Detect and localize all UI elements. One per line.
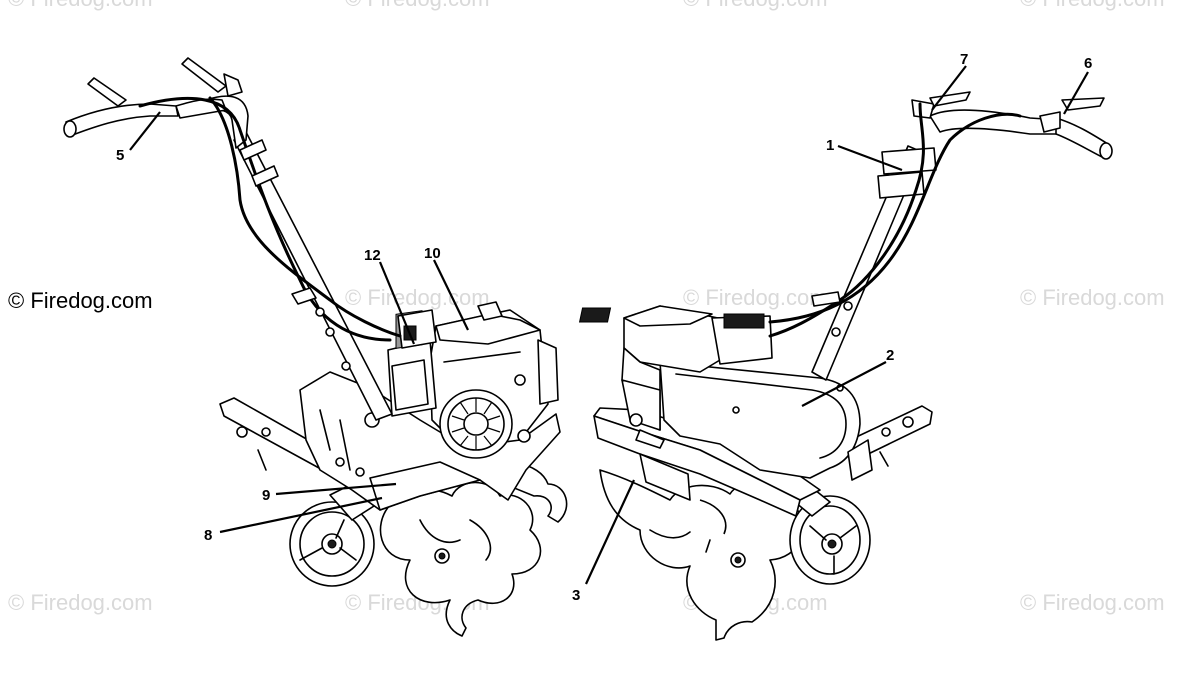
watermark-text: © Firedog.com — [1020, 590, 1165, 615]
callout-12: 12 — [364, 247, 381, 264]
watermark-text: © Firedog.com — [683, 0, 828, 11]
callout-3: 3 — [572, 587, 580, 604]
left-handlebar — [63, 57, 402, 421]
callout-5: 5 — [116, 147, 124, 164]
callout-7: 7 — [960, 51, 968, 68]
watermark-text: © Firedog.com — [8, 590, 153, 615]
left-engine — [429, 301, 559, 459]
left-air-cleaner — [387, 309, 437, 417]
callout-9: 9 — [262, 487, 270, 504]
watermark-text: © Firedog.com — [345, 285, 490, 310]
callout-10: 10 — [424, 245, 441, 262]
right-engine — [578, 305, 773, 449]
callout-6: 6 — [1084, 55, 1092, 72]
callout-1: 1 — [826, 137, 834, 154]
callout-8: 8 — [204, 527, 212, 544]
callout-2: 2 — [886, 347, 894, 364]
left-leaders — [129, 111, 469, 534]
watermark-text: © Firedog.com — [683, 285, 828, 310]
copyright-notice: © Firedog.com — [8, 288, 153, 313]
right-leaders — [585, 65, 1089, 585]
right-handlebar — [768, 91, 1113, 381]
watermark-text: © Firedog.com — [1020, 285, 1165, 310]
tiller-left-view: 5 12 10 9 8 — [63, 57, 568, 637]
left-wheel — [289, 483, 375, 587]
right-belt-cover — [659, 361, 873, 481]
watermark-text: © Firedog.com — [8, 0, 153, 11]
right-wheel — [789, 485, 871, 585]
watermark-text: © Firedog.com — [1020, 0, 1165, 11]
right-tines — [599, 469, 804, 641]
watermark-text: © Firedog.com — [345, 0, 490, 11]
tiller-right-view: 1 7 6 2 3 — [572, 51, 1113, 641]
